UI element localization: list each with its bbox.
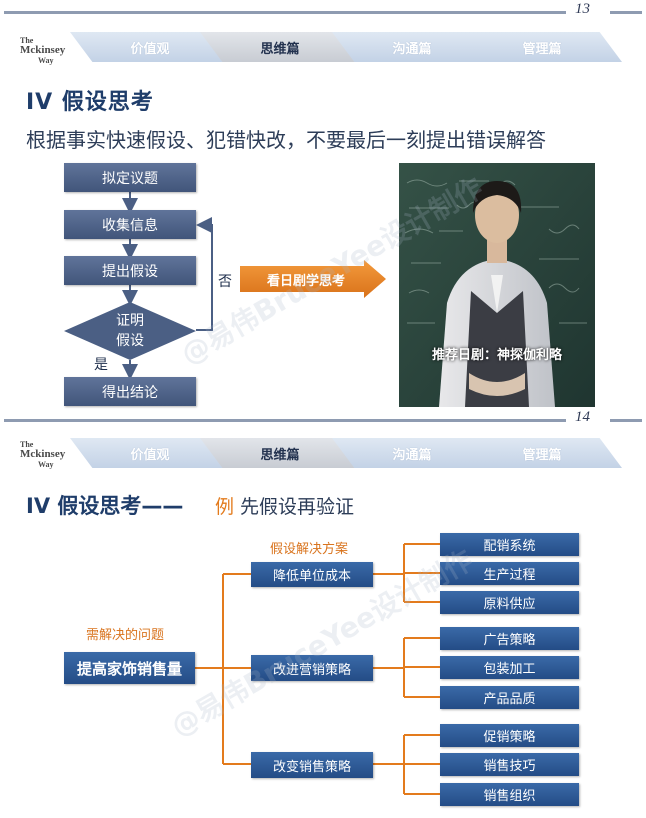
- flow-step-collect-info: 收集信息: [64, 210, 196, 239]
- page-number: 13: [575, 1, 590, 17]
- tab-management[interactable]: 管理篇: [462, 438, 622, 468]
- header-line: [4, 11, 566, 14]
- tab-communication[interactable]: 沟通篇: [332, 438, 492, 468]
- header-line-short: [610, 419, 642, 422]
- slide-header-bar: 14: [0, 408, 646, 432]
- flowchart-connectors: [64, 192, 213, 380]
- mckinsey-logo: The Mckinsey Way: [20, 36, 66, 65]
- slide-title-example: 例: [215, 496, 235, 518]
- no-label: 否: [218, 274, 232, 290]
- decision-label: 证明 假设: [116, 313, 144, 349]
- leaf-box: 生产过程: [440, 562, 579, 585]
- tab-thinking[interactable]: 思维篇: [200, 438, 360, 468]
- decision-diamond: [64, 302, 196, 360]
- tab-communication[interactable]: 沟通篇: [332, 32, 492, 62]
- photo-caption: 推荐日剧：神探伽利略: [431, 348, 562, 363]
- header-line-short: [610, 11, 642, 14]
- leaf-box: 产品品质: [440, 686, 579, 709]
- slide-title: IV 假设思考: [26, 90, 154, 115]
- branch-box-improve-marketing: 改进营销策略: [251, 655, 373, 681]
- leaf-box: 促销策略: [440, 724, 579, 747]
- leaf-box: 配销系统: [440, 533, 579, 556]
- slide-title: IV 假设思考——: [26, 494, 184, 518]
- tab-values[interactable]: 价值观: [70, 438, 230, 468]
- section-tabs: 价值观 思维篇 沟通篇 管理篇: [60, 32, 622, 62]
- leaf-box: 原料供应: [440, 591, 579, 614]
- leaf-box: 包装加工: [440, 656, 579, 679]
- mckinsey-logo: The Mckinsey Way: [20, 440, 66, 469]
- flow-step-conclusion: 得出结论: [64, 377, 196, 406]
- problem-label: 需解决的问题: [86, 628, 165, 643]
- leaf-box: 销售组织: [440, 783, 579, 806]
- arrow-text: 看日剧学思考: [266, 274, 345, 289]
- flow-step-define-issue: 拟定议题: [64, 163, 196, 192]
- tab-management[interactable]: 管理篇: [462, 32, 622, 62]
- slide-13: 13 The Mckinsey Way 价值观 思维篇 沟通篇 管理篇 IV 假…: [0, 0, 646, 407]
- page-number: 14: [575, 409, 590, 425]
- slide-header-bar: 13: [0, 0, 646, 24]
- drama-photo: 推荐日剧：神探伽利略: [399, 163, 595, 407]
- tree-connectors: [195, 543, 440, 795]
- problem-box: 提高家饰销售量: [64, 652, 195, 684]
- tab-values[interactable]: 价值观: [70, 32, 230, 62]
- slide-title-rest: 先假设再验证: [240, 496, 355, 518]
- orange-arrow: [240, 260, 386, 298]
- leaf-box: 广告策略: [440, 627, 579, 650]
- solution-label: 假设解决方案: [270, 542, 349, 557]
- leaf-box: 销售技巧: [440, 753, 579, 776]
- header-line: [4, 419, 566, 422]
- slide-subtitle: 根据事实快速假设、犯错快改，不要最后一刻提出错误解答: [26, 128, 546, 152]
- slide-14: 14 The Mckinsey Way 价值观 思维篇 沟通篇 管理篇 IV 假…: [0, 409, 646, 818]
- photo-image: [399, 163, 595, 407]
- flow-step-propose-hypothesis: 提出假设: [64, 256, 196, 285]
- branch-box-change-sales: 改变销售策略: [251, 752, 373, 778]
- tab-thinking[interactable]: 思维篇: [200, 32, 360, 62]
- yes-label: 是: [94, 357, 108, 373]
- section-tabs: 价值观 思维篇 沟通篇 管理篇: [60, 438, 622, 468]
- branch-box-reduce-cost: 降低单位成本: [251, 562, 373, 587]
